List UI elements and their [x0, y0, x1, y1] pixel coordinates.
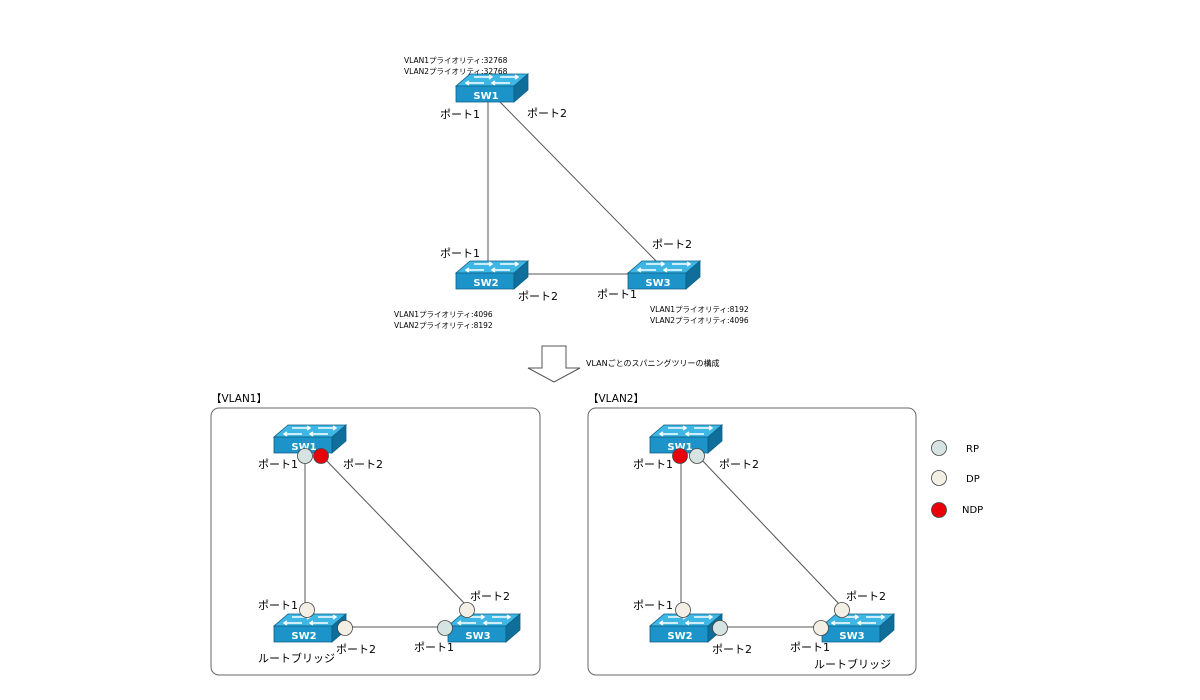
vlan1-sw2-port1-role [299, 602, 315, 618]
vlan2-sw1-port1-label: ポート1 [633, 458, 673, 471]
top-sw1-port2-label: ポート2 [527, 107, 567, 120]
vlan2-sw2-port2-label: ポート2 [712, 643, 752, 656]
sw2-priority-vlan1: VLAN1プライオリティ:4096 [394, 310, 493, 319]
top-switch-sw2: SW2 [455, 260, 529, 290]
vlan1-sw2-port1-label: ポート1 [258, 599, 298, 612]
sw2-priority-vlan2: VLAN2プライオリティ:8192 [394, 321, 493, 330]
vlan1-sw1-port1-role [297, 448, 313, 464]
vlan2-title: 【VLAN2】 [588, 393, 644, 405]
vlan1-switch-sw3: SW3 [447, 613, 521, 643]
sw1-priority-vlan2: VLAN2プライオリティ:32768 [404, 67, 508, 76]
legend-ndp-label: NDP [962, 505, 983, 516]
switch-label: SW1 [667, 442, 692, 453]
vlan1-sw1-port2-role [313, 448, 329, 464]
vlan2-panel [587, 407, 917, 676]
legend: RP DP NDP [931, 440, 983, 518]
vlan1-sw3-port1-role [437, 620, 453, 636]
vlan2-sw3-port1-role [813, 620, 829, 636]
vlan1-sw1-port1-label: ポート1 [258, 458, 298, 471]
top-sw3-port1-label: ポート1 [597, 288, 637, 301]
vlan1-sw3-port2-label: ポート2 [470, 590, 510, 603]
arrow-caption: VLANごとのスパニングツリーの構成 [586, 358, 720, 368]
sw3-priority-vlan1: VLAN1プライオリティ:8192 [650, 305, 749, 314]
vlan1-root-bridge-label: ルートブリッジ [258, 651, 335, 665]
vlan1-switch-sw1: SW1 [273, 424, 347, 454]
top-sw2-port2-label: ポート2 [518, 290, 558, 303]
top-sw2-port1-label: ポート1 [440, 247, 480, 260]
switch-label: SW1 [473, 91, 498, 102]
switch-label: SW3 [465, 631, 490, 642]
switch-label: SW2 [473, 278, 498, 289]
vlan2-sw2-port2-role [712, 620, 728, 636]
vlan2-sw1-port2-label: ポート2 [719, 458, 759, 471]
vlan2-root-bridge-label: ルートブリッジ [814, 657, 891, 671]
vlan2-sw1-port1-role [672, 448, 688, 464]
vlan2-sw3-port2-label: ポート2 [846, 590, 886, 603]
switch-label: SW3 [839, 631, 864, 642]
switch-label: SW3 [645, 278, 670, 289]
top-sw1-port1-label: ポート1 [440, 108, 480, 121]
top-link-sw1-sw3 [499, 101, 659, 264]
vlan1-sw3-port2-role [459, 602, 475, 618]
vlan2-diagram: SW1 SW2 SW3 ポート1 ポート2 ポート1 ポート2 ポート1 ポート… [633, 424, 895, 671]
vlan1-diagram: SW1 SW2 SW3 ポート1 ポート2 ポート1 ポート2 ポート1 ポート… [258, 424, 521, 665]
legend-dp-label: DP [966, 474, 980, 485]
vlan1-switch-sw2: SW2 [273, 613, 347, 643]
top-switch-sw1: SW1 [455, 73, 529, 103]
top-switch-sw3: SW3 [627, 260, 701, 290]
vlan1-panel [210, 407, 541, 676]
top-diagram: SW1 SW2 SW3 VLAN1プライオリティ:32768 VLAN2プライオ… [394, 56, 749, 330]
vlan2-sw3-port1-label: ポート1 [790, 641, 830, 654]
vlan2-link-sw1-sw3 [698, 456, 842, 607]
switch-label: SW2 [667, 631, 692, 642]
vlan2-sw1-port2-role [689, 448, 705, 464]
vlan1-link-sw1-sw3 [322, 456, 468, 607]
switch-label: SW1 [291, 442, 316, 453]
legend-rp-label: RP [966, 444, 979, 455]
switch-label: SW2 [291, 631, 316, 642]
vlan1-sw2-port2-label: ポート2 [336, 643, 376, 656]
down-arrow [527, 345, 581, 383]
vlan1-sw1-port2-label: ポート2 [343, 458, 383, 471]
legend-dp-swatch [931, 470, 947, 486]
vlan1-sw2-port2-role [337, 620, 353, 636]
sw3-priority-vlan2: VLAN2プライオリティ:4096 [650, 316, 749, 325]
vlan2-switch-sw1: SW1 [649, 424, 723, 454]
legend-ndp-swatch [931, 502, 947, 518]
vlan1-sw3-port1-label: ポート1 [414, 641, 454, 654]
vlan2-sw2-port1-role [675, 602, 691, 618]
vlan1-title: 【VLAN1】 [211, 393, 267, 405]
sw1-priority-vlan1: VLAN1プライオリティ:32768 [404, 56, 508, 65]
legend-rp-swatch [931, 440, 947, 456]
top-sw3-port2-label: ポート2 [652, 238, 692, 251]
vlan2-sw2-port1-label: ポート1 [633, 599, 673, 612]
vlan2-sw3-port2-role [834, 602, 850, 618]
vlan2-switch-sw2: SW2 [649, 613, 723, 643]
vlan2-switch-sw3: SW3 [821, 613, 895, 643]
